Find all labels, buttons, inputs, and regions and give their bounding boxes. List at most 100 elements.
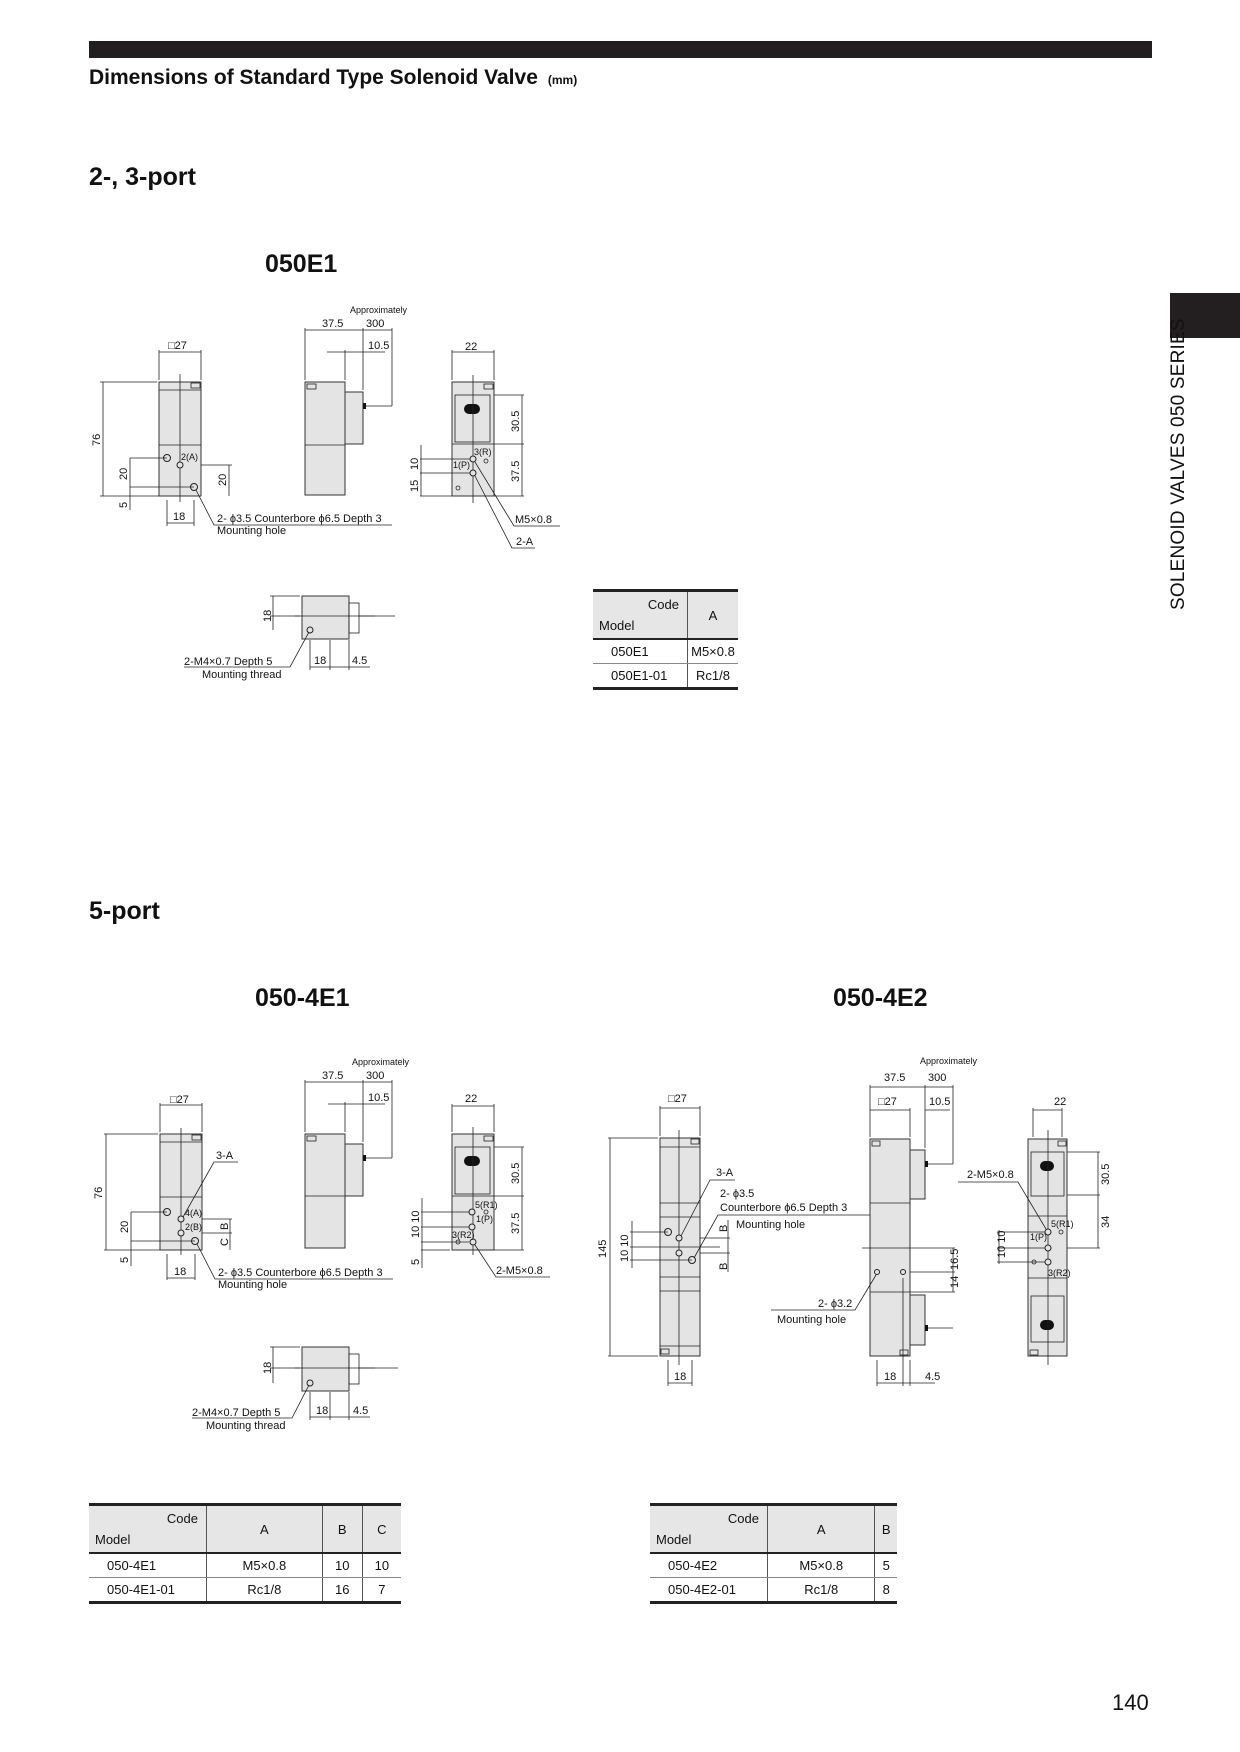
dim-label: B xyxy=(718,1225,730,1232)
dim-label: 300 xyxy=(366,318,384,330)
mounting-thread-note: Mounting thread xyxy=(202,669,282,681)
drawing-050-4E2-side: Approximately 37.5 300 □27 10.5 16.5 14 … xyxy=(771,1056,978,1386)
drawing-050-4E2-front: □27 145 3-A 2- ϕ3.5 Counterbore ϕ6.5 Dep… xyxy=(597,1093,870,1386)
dim-label: 3-A xyxy=(216,1150,234,1162)
dim-label: 18 xyxy=(262,1362,274,1374)
model-heading-050-4E1: 050-4E1 xyxy=(255,984,350,1012)
dim-label: 300 xyxy=(366,1070,384,1082)
dim-label: 22 xyxy=(1054,1096,1066,1108)
drawing-050-4E1-front: □27 76 3-A 20 5 4(A) 2(B) B C 18 2- ϕ3.5… xyxy=(93,1094,393,1291)
dim-label: 76 xyxy=(93,1187,105,1199)
dim-label: Approximately xyxy=(920,1056,978,1066)
section-heading-5-port: 5-port xyxy=(89,897,160,925)
mounting-hole-note: 2- ϕ3.5 Counterbore ϕ6.5 Depth 3 xyxy=(217,513,382,525)
port-label: 4(A) xyxy=(185,1208,202,1218)
drawing-050E1-bottom: 18 2-M4×0.7 Depth 5 Mounting thread 18 4… xyxy=(184,595,395,681)
column-header: A xyxy=(766,1503,875,1554)
drawing-050-4E1-side: Approximately 37.5 300 10.5 xyxy=(304,1057,410,1249)
port-label: 1(P) xyxy=(1030,1232,1047,1242)
dim-label: 10.5 xyxy=(368,1092,389,1104)
column-header: B xyxy=(321,1503,363,1554)
dim-label: □27 xyxy=(668,1093,687,1105)
dim-label: 76 xyxy=(91,434,103,446)
dim-label: 18 xyxy=(316,1405,328,1417)
unit-label: (mm) xyxy=(547,73,578,87)
column-header: B xyxy=(874,1503,897,1554)
drawing-050-4E2-end: 22 2-M5×0.8 30.5 34 10 10 5(R1) 1(P) 3(R… xyxy=(958,1096,1112,1365)
dim-label: Approximately xyxy=(350,305,408,315)
page-title: Dimensions of Standard Type Solenoid Val… xyxy=(89,66,577,90)
dim-label: 16.5 xyxy=(949,1249,961,1270)
dim-label: 15 xyxy=(409,480,421,492)
page-number: 140 xyxy=(1112,1690,1149,1715)
dim-label: 30.5 xyxy=(1100,1164,1112,1185)
port-label: 5(R1) xyxy=(1051,1219,1074,1229)
drawing-050E1-side: Approximately 37.5 300 10.5 xyxy=(304,305,408,496)
drawing-050E1-front: □27 76 20 5 2(A) 20 18 2- ϕ3.5 Counterbo… xyxy=(91,340,392,537)
port-label: 2(A) xyxy=(181,452,198,462)
dim-label: 10 10 xyxy=(410,1210,422,1238)
dim-label: 18 xyxy=(884,1371,896,1383)
dim-label: 10 10 xyxy=(619,1234,631,1262)
dim-label: 4.5 xyxy=(353,1405,368,1417)
port-label: 2(B) xyxy=(185,1222,202,1232)
port-label: 3(R2) xyxy=(1048,1268,1071,1278)
dim-label: 300 xyxy=(928,1072,946,1084)
dim-label: 10.5 xyxy=(929,1096,950,1108)
mounting-hole-note: Counterbore ϕ6.5 Depth 3 xyxy=(720,1202,847,1214)
dim-label: □27 xyxy=(168,340,187,352)
port-label: 1(P) xyxy=(476,1214,493,1224)
dim-label: 10 xyxy=(409,458,421,470)
dim-label: 34 xyxy=(1100,1216,1112,1228)
column-header: A xyxy=(206,1503,323,1554)
drawing-050-4E1-bottom: 18 2-M4×0.7 Depth 5 Mounting thread 18 4… xyxy=(192,1346,398,1432)
mounting-hole-note: 2- ϕ3.5 Counterbore ϕ6.5 Depth 3 xyxy=(218,1267,383,1279)
dim-label: 145 xyxy=(597,1240,609,1258)
dim-label: C xyxy=(219,1238,231,1246)
dim-label: □27 xyxy=(878,1096,897,1108)
column-header: A xyxy=(687,589,738,640)
dim-label: 30.5 xyxy=(510,1163,522,1184)
dim-label: 10.5 xyxy=(368,340,389,352)
header-bar xyxy=(89,41,1152,58)
dim-label: 37.5 xyxy=(510,461,522,482)
drawing-050-4E1-end: 22 30.5 37.5 10 10 5 5(R1) 1(P) 3(R2) 2-… xyxy=(410,1093,550,1278)
dim-label: 10 10 xyxy=(996,1230,1008,1258)
dim-label: Approximately xyxy=(352,1057,410,1067)
dim-label: 3-A xyxy=(716,1167,734,1179)
drawing-050E1-end: 22 30.5 37.5 10 15 3(R) 1(P) M5×0.8 2-A xyxy=(409,341,560,549)
dim-label: B xyxy=(718,1263,730,1270)
dim-label: 4.5 xyxy=(352,655,367,667)
dim-label: 18 xyxy=(674,1371,686,1383)
port-label: 5(R1) xyxy=(475,1200,498,1210)
dim-label: 5 xyxy=(119,1257,131,1263)
port-label: 3(R2) xyxy=(452,1230,475,1240)
dim-label: M5×0.8 xyxy=(515,514,552,526)
model-heading-050E1: 050E1 xyxy=(265,250,338,278)
dim-label: 18 xyxy=(173,511,185,523)
mounting-hole-note: Mounting hole xyxy=(217,525,286,537)
port-label: 3(R) xyxy=(474,447,492,457)
dim-label: 2-M5×0.8 xyxy=(967,1169,1014,1181)
dim-label: 2-M5×0.8 xyxy=(496,1265,543,1277)
dim-label: 4.5 xyxy=(925,1371,940,1383)
dim-label: 37.5 xyxy=(884,1072,905,1084)
side-tab-marker xyxy=(1170,293,1240,338)
mounting-hole-note: 2- ϕ3.2 xyxy=(818,1298,852,1310)
mounting-hole-note: Mounting hole xyxy=(218,1279,287,1291)
dim-label: 37.5 xyxy=(322,1070,343,1082)
dim-label: 20 xyxy=(217,474,229,486)
dim-label: 22 xyxy=(465,341,477,353)
dim-label: 2-A xyxy=(516,536,534,548)
dim-label: □27 xyxy=(170,1094,189,1106)
